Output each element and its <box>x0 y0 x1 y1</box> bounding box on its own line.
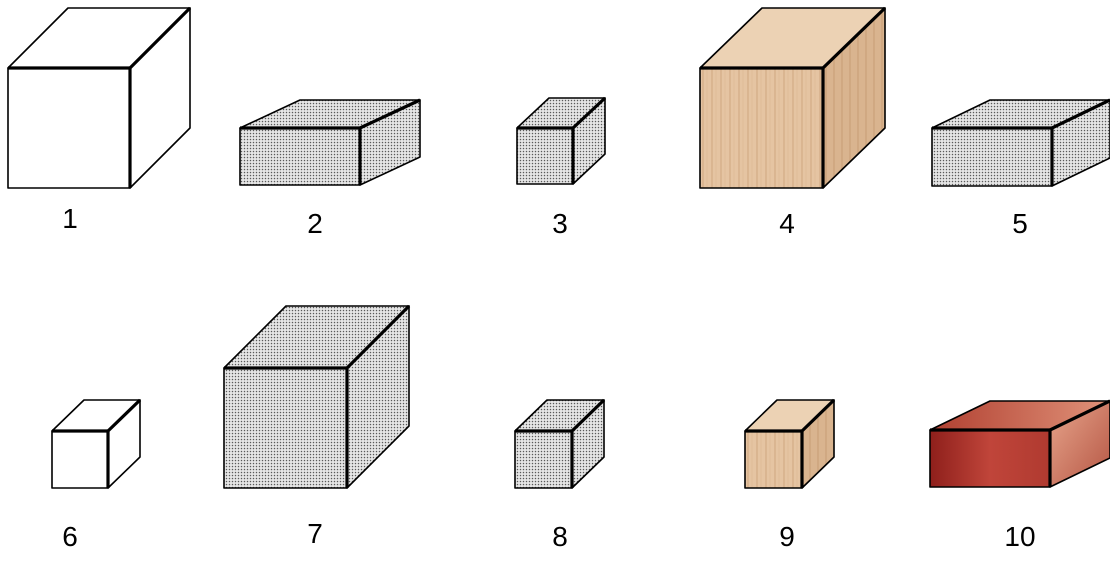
block-label-6: 6 <box>40 523 100 551</box>
block-label-5: 5 <box>990 210 1050 238</box>
block-front-face <box>52 431 108 488</box>
block-front-face <box>8 68 130 188</box>
block-label-4: 4 <box>757 210 817 238</box>
block-10 <box>930 401 1110 487</box>
block-front-face <box>515 431 572 488</box>
block-front-face <box>700 68 823 188</box>
block-label-10: 10 <box>990 523 1050 551</box>
block-3 <box>517 98 605 184</box>
block-5 <box>932 100 1110 186</box>
block-front-face <box>745 431 802 488</box>
block-label-1: 1 <box>40 205 100 233</box>
block-front-face <box>240 128 360 185</box>
block-front-face <box>517 128 573 184</box>
block-9 <box>745 400 834 488</box>
block-front-face <box>224 368 347 488</box>
block-2 <box>240 100 420 185</box>
block-front-face <box>932 128 1052 186</box>
block-4 <box>700 8 885 188</box>
block-label-3: 3 <box>530 210 590 238</box>
block-label-7: 7 <box>285 520 345 548</box>
block-label-8: 8 <box>530 523 590 551</box>
block-7 <box>224 306 409 488</box>
block-1 <box>8 8 190 188</box>
block-6 <box>52 400 140 488</box>
block-label-2: 2 <box>285 210 345 238</box>
block-label-9: 9 <box>757 523 817 551</box>
block-front-face <box>930 430 1050 487</box>
block-8 <box>515 400 604 488</box>
